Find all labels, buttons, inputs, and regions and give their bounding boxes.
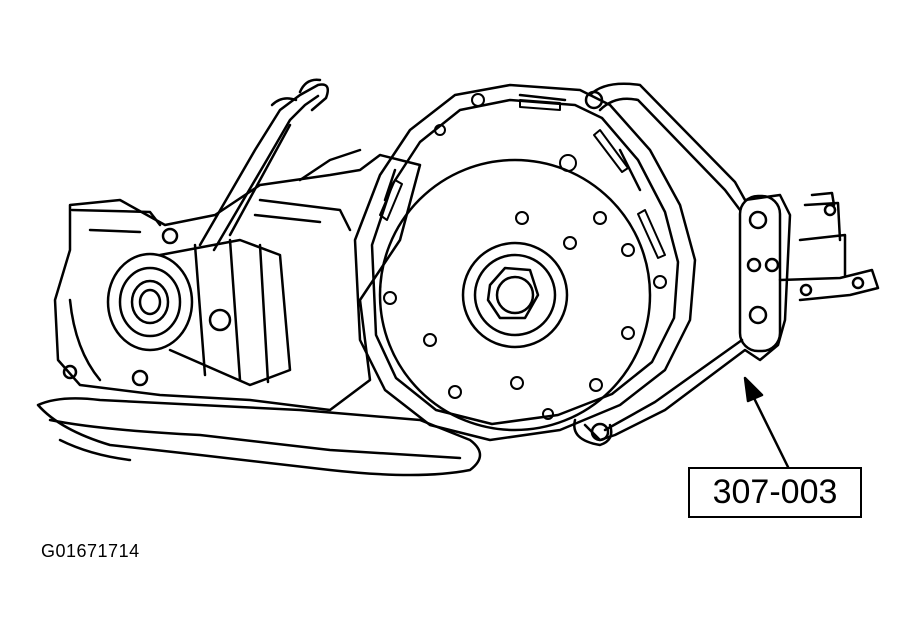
tool-adjuster (778, 191, 880, 302)
housing-slots (379, 99, 666, 259)
pump-face (378, 158, 652, 432)
bell-housing (353, 83, 697, 442)
cooler-lines (198, 78, 362, 252)
oil-pan (36, 397, 482, 477)
tool-number-label: 307-003 (688, 467, 862, 518)
bolt-holes (383, 93, 667, 420)
figure-id: G01671714 (41, 541, 140, 561)
callout-arrow (743, 376, 790, 469)
special-tool-bracket (573, 82, 792, 447)
axle-seal (62, 227, 292, 387)
transaxle-case (53, 153, 422, 412)
